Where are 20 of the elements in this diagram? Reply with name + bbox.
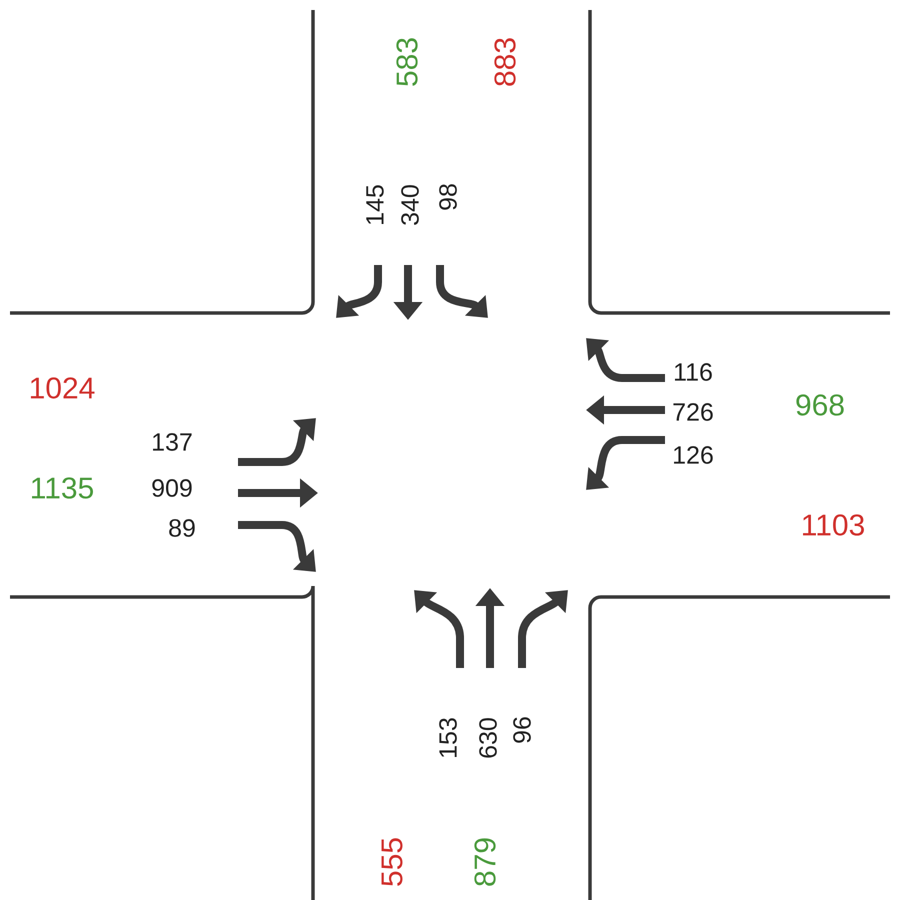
traffic-count: 126	[674, 446, 713, 464]
traffic-count: 583	[396, 38, 418, 86]
traffic-count: 137	[153, 433, 192, 451]
traffic-count: 968	[796, 394, 844, 416]
traffic-count: 98	[439, 184, 457, 210]
traffic-count: 883	[494, 38, 516, 86]
traffic-count: 1024	[30, 377, 94, 399]
traffic-count: 1135	[32, 477, 93, 499]
traffic-count: 89	[169, 519, 195, 537]
traffic-count: 630	[479, 718, 497, 758]
traffic-count: 909	[152, 479, 192, 497]
traffic-count: 726	[673, 403, 713, 421]
traffic-count: 340	[401, 185, 419, 225]
traffic-count: 145	[366, 185, 384, 224]
traffic-count: 116	[674, 363, 712, 381]
traffic-count: 96	[513, 717, 531, 743]
traffic-count: 555	[382, 838, 402, 886]
traffic-count: 1103	[803, 514, 864, 536]
traffic-count: 153	[439, 718, 457, 757]
traffic-count: 879	[474, 838, 496, 886]
